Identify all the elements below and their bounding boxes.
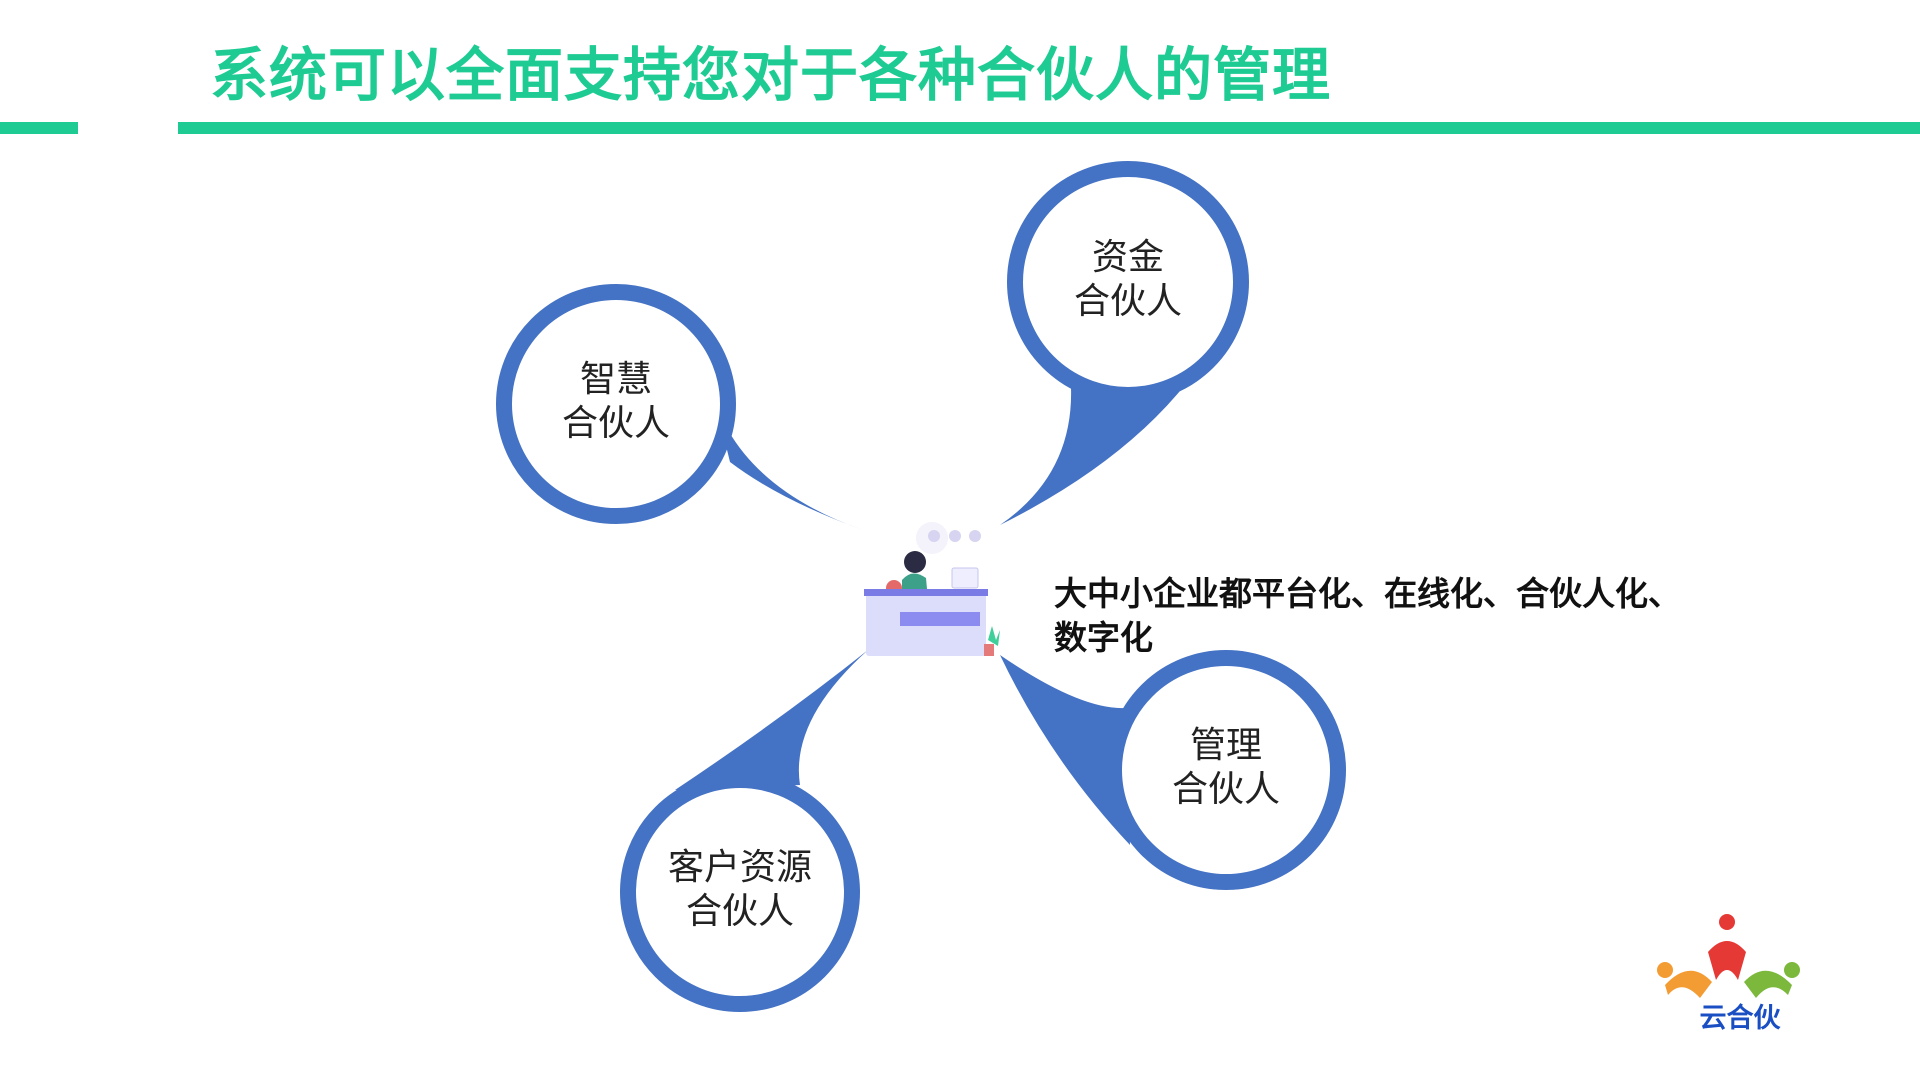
bubble-zijin-line2: 合伙人 bbox=[1073, 281, 1182, 322]
center-caption: 大中小企业都平台化、在线化、合伙人化、 数字化 bbox=[1054, 572, 1754, 660]
bubble-guanli-line1: 管理 bbox=[1189, 725, 1262, 766]
bubble-zhihui-label: 智慧 合伙人 bbox=[516, 358, 716, 446]
center-caption-line2: 数字化 bbox=[1054, 618, 1153, 657]
people-logo-icon bbox=[1657, 914, 1800, 998]
bubble-kehu-label: 客户资源 合伙人 bbox=[640, 846, 840, 934]
bubble-guanli-shape bbox=[1000, 650, 1346, 890]
bubble-kehu-line1: 客户资源 bbox=[667, 847, 812, 888]
bubble-zhihui-line1: 智慧 bbox=[579, 359, 652, 400]
title-underline-left bbox=[0, 122, 78, 134]
page-title: 系统可以全面支持您对于各种合伙人的管理 bbox=[210, 41, 1332, 109]
bubble-zijin-line1: 资金 bbox=[1091, 237, 1164, 278]
person-at-desk-illustration bbox=[864, 522, 1000, 656]
bubble-kehu-shape bbox=[620, 650, 868, 1012]
bubble-zhihui-line2: 合伙人 bbox=[561, 403, 670, 444]
bubble-guanli-label: 管理 合伙人 bbox=[1126, 724, 1326, 812]
bubble-guanli-line2: 合伙人 bbox=[1171, 769, 1280, 810]
logo-text: 云合伙 bbox=[1699, 1003, 1781, 1034]
bubble-zhihui-shape bbox=[496, 284, 863, 530]
bubble-zijin-label: 资金 合伙人 bbox=[1028, 236, 1228, 324]
title-underline-right bbox=[178, 122, 1920, 134]
bubble-kehu-line2: 合伙人 bbox=[685, 891, 794, 932]
bubble-zijin-shape bbox=[1000, 161, 1249, 525]
center-caption-line1: 大中小企业都平台化、在线化、合伙人化、 bbox=[1054, 574, 1681, 613]
